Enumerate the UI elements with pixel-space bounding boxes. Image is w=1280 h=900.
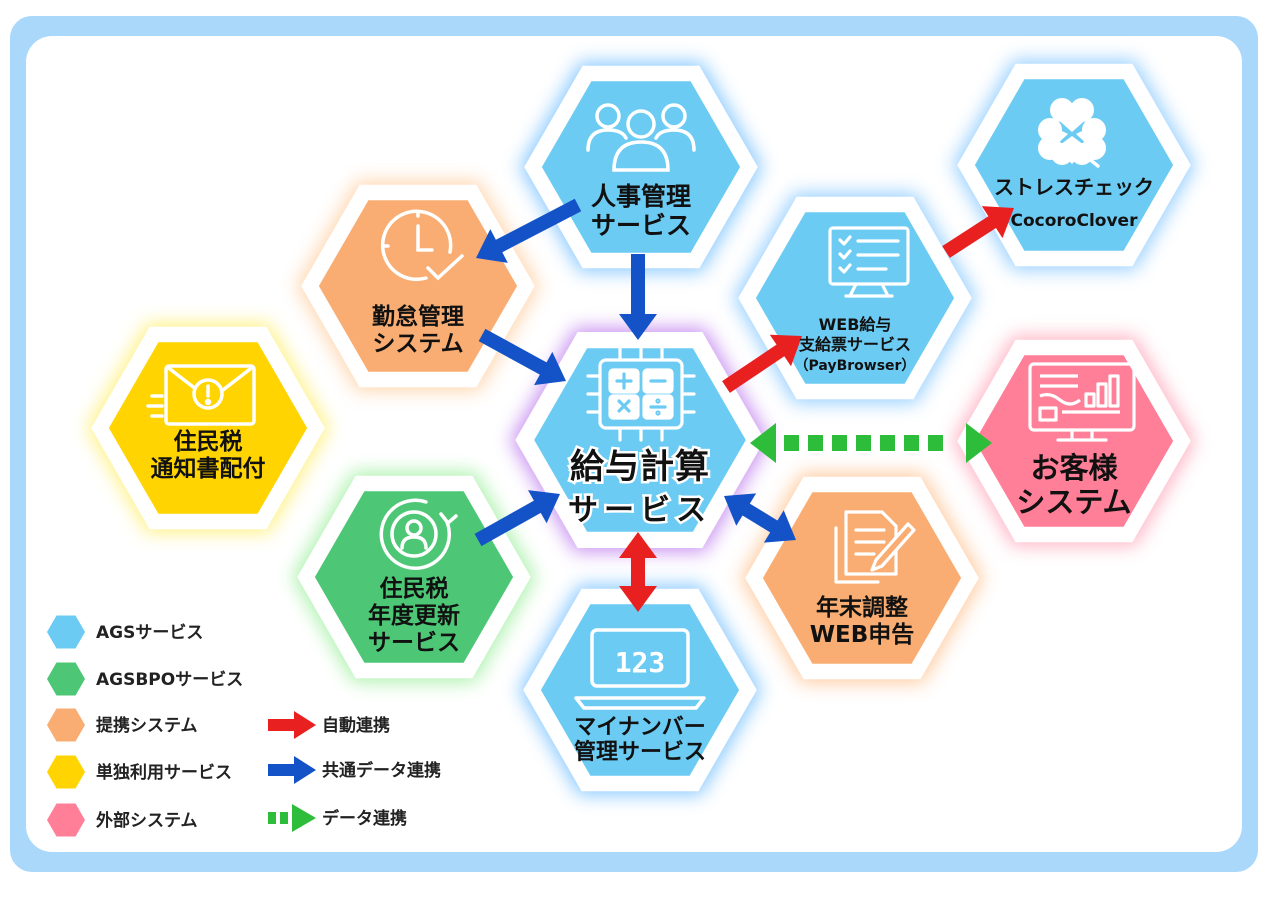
- legend-label-standalone: 単独利用サービス: [96, 762, 232, 783]
- attendance-hex: [318, 200, 518, 372]
- document-pen-icon: [834, 510, 916, 584]
- monitor-checklist-icon: [828, 226, 910, 298]
- legend-arrow-label-common_link: 共通データ連携: [322, 760, 441, 781]
- legend-arrow-auto_link: [268, 711, 316, 739]
- customer-label-line: お客様: [1030, 451, 1118, 485]
- payslip-to-stress-arrow: [942, 206, 1014, 258]
- resident-notice-hex: [108, 342, 308, 514]
- laptop-123-icon: [574, 628, 706, 710]
- resident-notice-label-line: 通知書配付: [151, 455, 266, 482]
- clock-check-icon: [380, 209, 464, 282]
- customer-label-line: システム: [1016, 485, 1131, 519]
- payroll-to-payslip-arrow: [722, 334, 803, 393]
- payroll-label-line: サービス: [568, 493, 712, 528]
- legend-arrow-common_link: [268, 756, 316, 784]
- hr-label-line: 人事管理: [591, 182, 691, 211]
- resident-update-label-line: 住民税: [380, 575, 449, 602]
- mynumber-label-line: 管理サービス: [574, 739, 706, 765]
- stress-check-hex: [974, 79, 1174, 251]
- legend-arrow-label-auto_link: 自動連携: [322, 715, 390, 736]
- legend-label-external: 外部システム: [96, 810, 198, 831]
- legend-label-ags: AGSサービス: [96, 623, 203, 643]
- web-payslip-label-line: WEB給与: [819, 315, 892, 334]
- envelope-alert-icon: [146, 364, 256, 426]
- mynumber-label-line: マイナンバー: [574, 715, 706, 740]
- stress-check-label-line: ストレスチェック: [994, 175, 1154, 199]
- legend-swatch-ags: [47, 615, 85, 649]
- payroll-mynumber-arrow: [619, 532, 657, 612]
- laptop-screen-text: 123: [615, 646, 666, 679]
- resident-notice-label-line: 住民税: [174, 428, 243, 455]
- payroll-label-line: 給与計算: [570, 447, 710, 487]
- hr-label-line: サービス: [591, 211, 691, 240]
- clover-icon: [1038, 98, 1106, 168]
- legend-swatch-external: [47, 803, 85, 837]
- payroll-year-end-arrow: [724, 493, 797, 543]
- refresh-person-icon: [379, 498, 458, 570]
- resident-update-label-line: 年度更新: [368, 602, 460, 629]
- hr-hex: [541, 81, 741, 253]
- legend-label-partner: 提携システム: [96, 715, 198, 736]
- attendance-label-line: システム: [372, 331, 463, 357]
- calculator-chip-icon: [586, 346, 696, 442]
- hr-to-attendance-arrow: [475, 198, 582, 263]
- payroll-customer-data-arrow: [750, 423, 992, 463]
- legend-arrow-data_link: [268, 804, 316, 832]
- legend-swatch-standalone: [47, 755, 85, 789]
- legend-arrow-label-data_link: データ連携: [322, 808, 407, 829]
- web-payslip-label-line: 支給票サービス: [798, 335, 911, 354]
- web-payslip-hex: [755, 212, 955, 384]
- year-end-label-line: WEB申告: [810, 621, 915, 648]
- resident-update-to-payroll-arrow: [474, 490, 561, 547]
- year-end-label-line: 年末調整: [816, 594, 908, 621]
- web-payslip-label-line: （PayBrowser）: [795, 358, 916, 374]
- legend-swatch-partner: [47, 708, 85, 742]
- stress-check-label-line: CocoroClover: [1011, 211, 1139, 231]
- legend-swatch-agsbpo: [47, 662, 85, 696]
- attendance-label-line: 勤怠管理: [372, 303, 464, 330]
- resident-update-label-line: サービス: [368, 630, 460, 656]
- people-group-icon: [586, 103, 696, 172]
- hr-to-payroll-arrow: [619, 254, 657, 340]
- resident-update-hex: [314, 491, 514, 663]
- attendance-to-payroll-arrow: [478, 328, 567, 386]
- legend-label-agsbpo: AGSBPOサービス: [96, 670, 243, 690]
- monitor-dashboard-icon: [1028, 362, 1136, 442]
